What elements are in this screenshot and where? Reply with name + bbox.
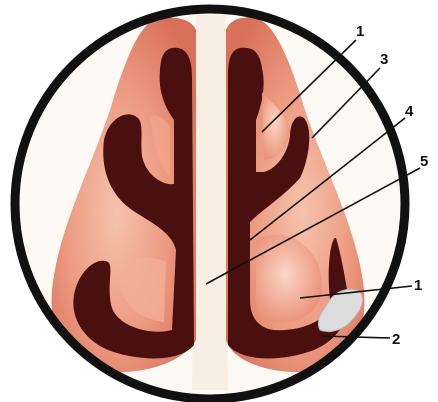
septum (192, 15, 228, 390)
label-upper-meatus: 3 (380, 51, 388, 68)
label-middle-meatus: 4 (405, 103, 414, 120)
label-lower-turbinate: 1 (414, 277, 422, 294)
label-upper-turbinate: 1 (356, 23, 364, 40)
label-lower-meatus: 2 (392, 331, 400, 348)
label-septum: 5 (420, 153, 428, 170)
